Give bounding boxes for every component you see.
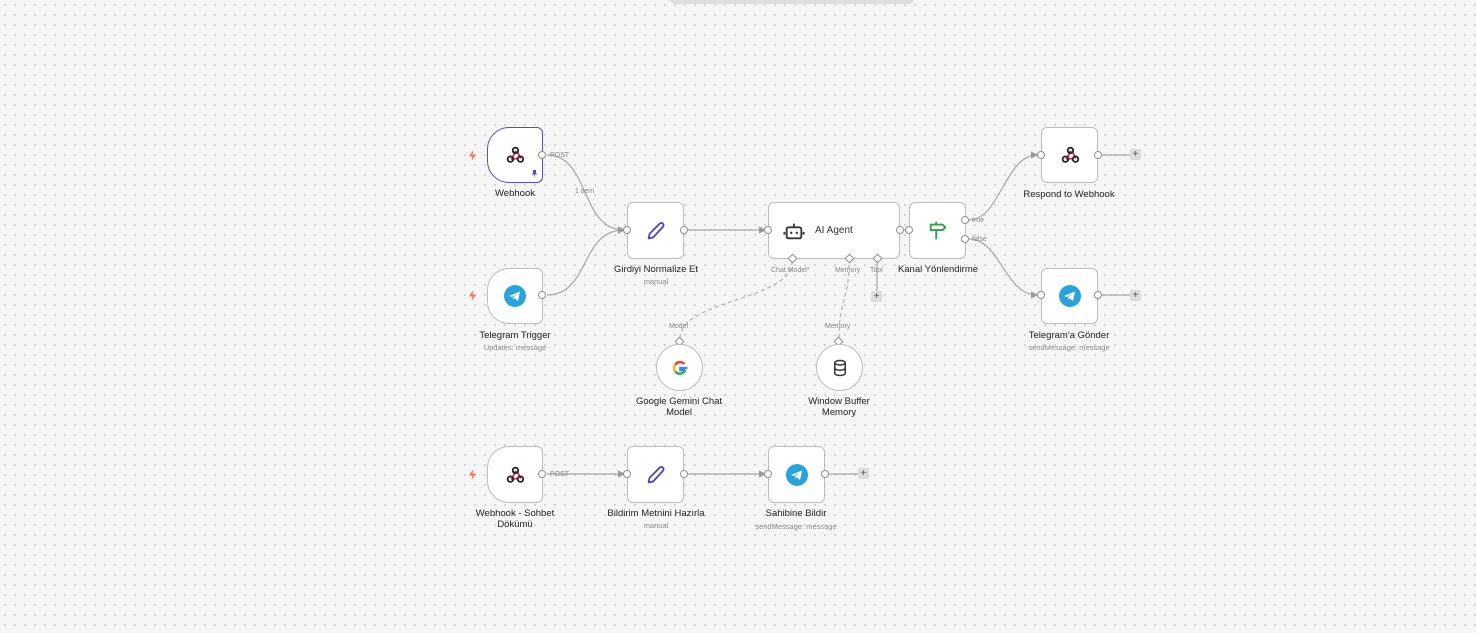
respond-to-webhook-title: Respond to Webhook [1023, 189, 1115, 200]
respond-output-handle[interactable] [1094, 151, 1102, 159]
kanal-true-handle[interactable] [961, 216, 969, 224]
port-label-memory-in: Memory [825, 323, 851, 330]
telegram-gonder-subtitle: sendMessage: message [1028, 343, 1110, 352]
trigger-bolt-icon [468, 150, 477, 161]
edge-gemini-to-agent [679, 261, 793, 339]
webhook-icon [506, 146, 525, 163]
port-label-chat-model: Chat Model* [771, 267, 810, 274]
gemini-chat-model-node[interactable] [656, 344, 703, 391]
webhook-icon [1061, 146, 1079, 163]
telegram-icon [1058, 285, 1081, 307]
pen-icon [647, 465, 664, 483]
bildirim-output-handle[interactable] [680, 470, 688, 478]
window-buffer-memory-node[interactable] [816, 344, 863, 391]
agent-input-handle[interactable] [764, 226, 772, 234]
telegram-trigger-title: Telegram Trigger [479, 330, 551, 341]
trigger-bolt-icon [468, 290, 477, 301]
kanal-yonlendirme-title: Kanal Yönlendirme [897, 264, 979, 275]
bildirim-metnini-node[interactable] [627, 446, 684, 503]
port-label-tool: Tool [870, 267, 883, 274]
pin-icon [531, 170, 538, 179]
bildirim-metnini-title: Bildirim Metnini Hazırla [607, 508, 705, 519]
girdiyi-normalize-subtitle: manual [643, 277, 669, 286]
edge-webhook-to-normalize [546, 154, 626, 234]
edge-memory-to-agent [838, 261, 850, 339]
edge-kanal-false-to-telegram [968, 238, 1039, 299]
webhook-title: Webhook [495, 188, 535, 199]
add-after-sahibine-button[interactable]: + [858, 468, 869, 479]
respond-to-webhook-node[interactable] [1041, 127, 1098, 183]
kanal-yonlendirme-node[interactable] [909, 202, 966, 259]
webhook-node[interactable] [487, 127, 543, 183]
webhook-output-handle[interactable] [538, 151, 546, 159]
webhook-sohbet-node[interactable] [487, 446, 543, 503]
webhook-icon [506, 466, 525, 483]
telegram-trigger-node[interactable] [487, 268, 543, 324]
add-after-respond-button[interactable]: + [1130, 149, 1141, 160]
port-label-memory: Memory [835, 267, 861, 274]
telegram-icon [785, 463, 808, 486]
sahibine-input-handle[interactable] [764, 470, 772, 478]
edge-label-post: POST [550, 152, 570, 159]
top-toolbar-edge [670, 0, 914, 4]
robot-icon [783, 223, 805, 239]
sahibine-bildir-subtitle: sendMessage: message [755, 522, 837, 531]
normalize-output-handle[interactable] [680, 226, 688, 234]
telegram-gonder-output-handle[interactable] [1094, 291, 1102, 299]
girdiyi-normalize-node[interactable] [627, 202, 684, 259]
database-icon [833, 359, 846, 376]
trigger-bolt-icon [468, 469, 477, 480]
kanal-false-handle[interactable] [961, 235, 969, 243]
port-label-model: Model [669, 323, 689, 330]
normalize-input-handle[interactable] [623, 226, 631, 234]
edge-kanal-true-to-respond [968, 151, 1039, 221]
webhook-sohbet-title: Webhook - Sohbet Dökümü [475, 508, 555, 530]
ai-agent-node[interactable]: AI Agent [768, 202, 900, 259]
kanal-input-handle[interactable] [905, 226, 913, 234]
telegram-icon [504, 285, 526, 307]
google-icon [672, 360, 687, 375]
edge-telegram-to-normalize [546, 226, 626, 296]
gemini-chat-model-title: Google Gemini Chat Model [635, 396, 723, 418]
respond-input-handle[interactable] [1037, 151, 1045, 159]
telegram-gonder-node[interactable] [1041, 268, 1098, 324]
telegram-gonder-title: Telegram'a Gönder [1028, 330, 1110, 341]
edge-label-item-count: 1 item [575, 188, 595, 195]
edge-label-post-2: POST [550, 471, 570, 478]
add-tool-button[interactable]: + [871, 291, 882, 302]
pen-icon [647, 221, 664, 239]
bildirim-input-handle[interactable] [623, 470, 631, 478]
sahibine-bildir-node[interactable] [768, 446, 825, 503]
signpost-icon [929, 221, 946, 239]
sohbet-output-handle[interactable] [538, 470, 546, 478]
telegram-trigger-output-handle[interactable] [538, 291, 546, 299]
bildirim-metnini-subtitle: manual [643, 521, 669, 530]
window-buffer-memory-title: Window Buffer Memory [808, 396, 870, 418]
ai-agent-title: AI Agent [815, 225, 853, 236]
sahibine-output-handle[interactable] [821, 470, 829, 478]
girdiyi-normalize-title: Girdiyi Normalize Et [614, 264, 698, 275]
telegram-trigger-subtitle: Updates: message [483, 343, 547, 352]
add-after-telegram-button[interactable]: + [1130, 290, 1141, 301]
edge-label-false: false [972, 236, 987, 243]
telegram-gonder-input-handle[interactable] [1037, 291, 1045, 299]
sahibine-bildir-title: Sahibine Bildir [765, 508, 827, 519]
edge-label-true: true [972, 217, 985, 224]
agent-output-handle[interactable] [896, 226, 904, 234]
